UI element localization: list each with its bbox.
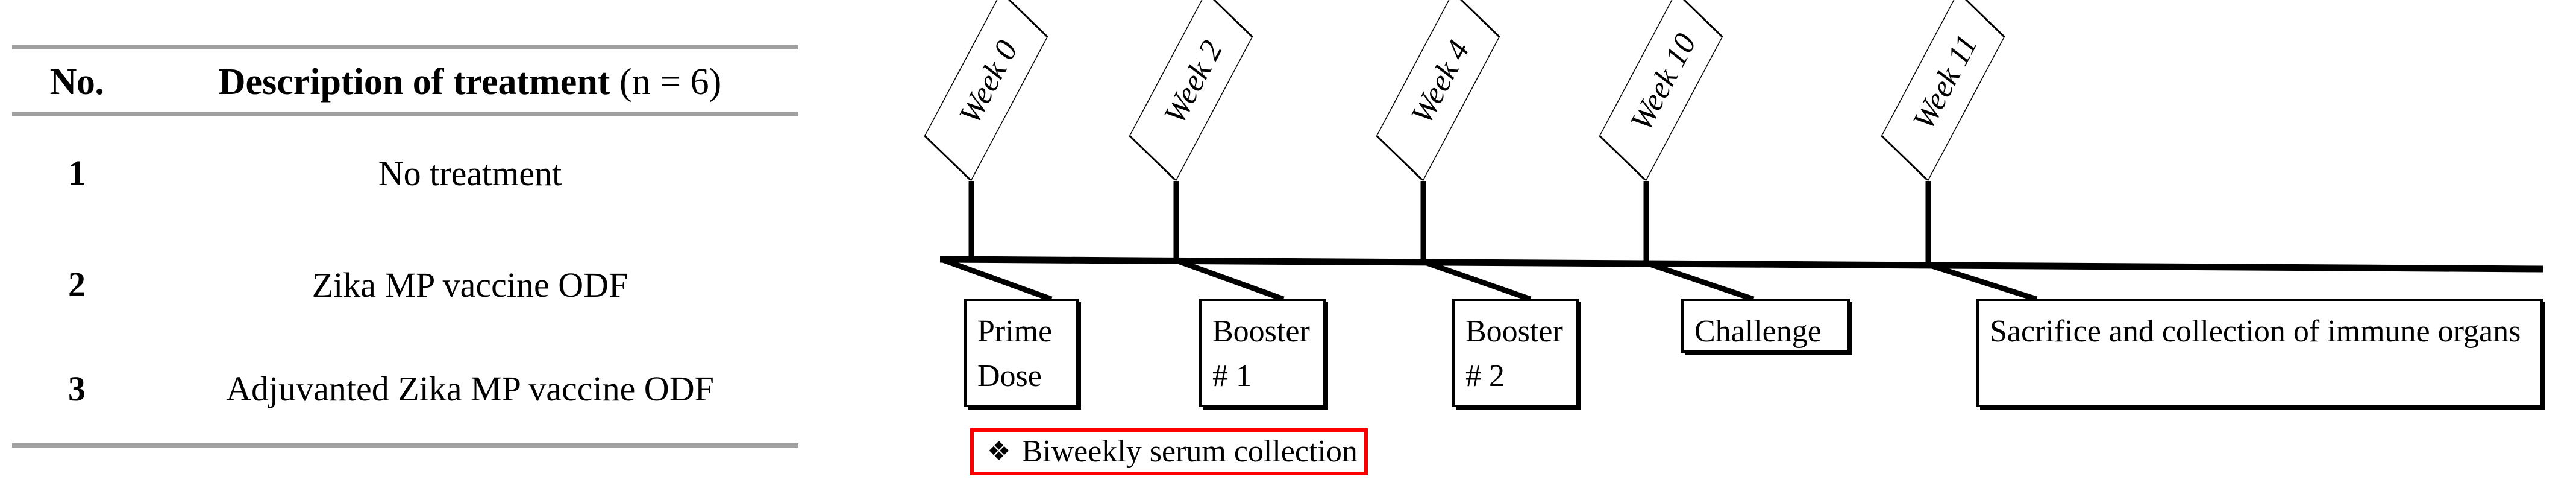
table-row: 3 Adjuvanted Zika MP vaccine ODF [12,338,798,440]
row-number: 2 [68,265,86,305]
table-rule-bottom [12,443,798,448]
table-row: 1 No treatment [12,130,798,217]
leader-line-booster2 [1424,259,1532,302]
week-flag: Week 11 [1873,0,2013,181]
event-box-booster-2: Booster # 2 [1452,299,1579,407]
study-timeline: Week 0 Week 2 Week 4 Week 10 Week 11 Pri… [904,0,2576,503]
serum-collection-note-label: Biweekly serum collection [1021,434,1358,469]
event-box-label: Challenge [1694,314,1822,349]
diamond-bullet-icon: ❖ [987,437,1011,466]
leader-line-prime [940,256,1053,302]
row-description: Adjuvanted Zika MP vaccine ODF [226,369,714,409]
event-box-label: Sacrifice and collection of immune organ… [1990,314,2521,349]
leader-line-sacrifice [1929,262,2038,302]
column-header-description: Description of treatment (n = 6) [142,63,798,101]
row-number: 3 [68,369,86,408]
leader-line-challenge [1647,261,1755,302]
timeline-lines [939,181,2543,302]
event-box-label: Booster # 1 [1212,314,1310,393]
table-rule-top [12,45,798,49]
week-flag: Week 0 [916,0,1056,181]
flag-shape-icon [1128,0,1254,181]
treatment-table: No. Description of treatment (n = 6) 1 N… [12,36,801,452]
week-flag: Week 2 [1121,0,1261,181]
event-box-label: Booster # 2 [1465,314,1563,393]
column-header-no: No. [49,62,104,103]
serum-collection-note: ❖ Biweekly serum collection [970,428,1368,475]
table-row: 2 Zika MP vaccine ODF [12,241,798,329]
week-flag: Week 4 [1368,0,1508,181]
flag-shape-icon [1598,0,1724,181]
table-rule-under-header [12,112,798,116]
leader-line-booster1 [1177,258,1285,302]
column-header-description-sample-size: (n = 6) [610,62,722,103]
flag-shape-icon [1880,0,2006,181]
column-header-description-strong: Description of treatment [218,62,610,103]
table-header-row: No. Description of treatment (n = 6) [12,54,798,110]
timeline-axis [939,256,2543,273]
event-box-challenge: Challenge [1681,299,1850,353]
week-flag: Week 10 [1591,0,1731,181]
event-box-label: Prime Dose [977,314,1053,393]
flag-shape-icon [923,0,1049,181]
flag-shape-icon [1375,0,1501,181]
event-box-sacrifice: Sacrifice and collection of immune organ… [1976,299,2543,407]
row-number: 1 [68,153,86,193]
row-description: No treatment [378,153,562,193]
row-description: Zika MP vaccine ODF [312,265,628,305]
event-box-prime-dose: Prime Dose [964,299,1079,407]
event-box-booster-1: Booster # 1 [1199,299,1326,407]
